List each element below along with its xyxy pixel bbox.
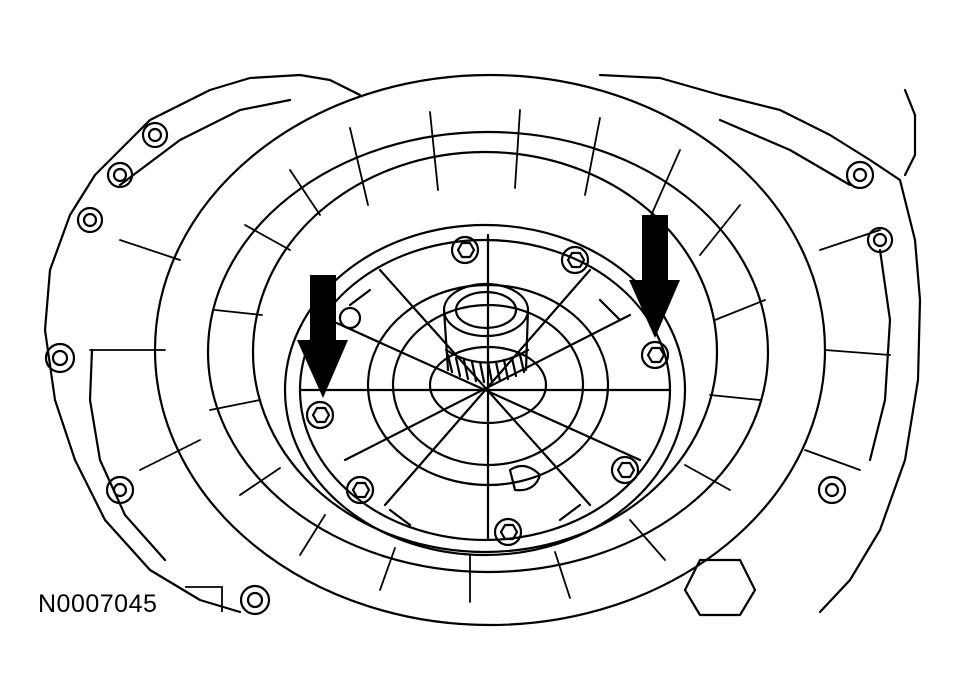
converter-housing-rings	[155, 75, 825, 625]
bolt	[562, 247, 588, 273]
reference-leader-line	[185, 587, 222, 612]
callout-arrow-left	[297, 275, 348, 398]
bolt	[452, 237, 478, 263]
bolt	[612, 457, 638, 483]
bolt	[307, 402, 333, 428]
bolt	[347, 477, 373, 503]
pump-bolts	[307, 237, 668, 545]
bolt	[340, 308, 360, 328]
figure-reference-number: N0007045	[38, 590, 158, 618]
bolt	[495, 519, 521, 545]
bolt	[642, 342, 668, 368]
input-shaft-hub	[430, 284, 546, 423]
callout-arrow-right	[629, 215, 680, 338]
pump-body	[285, 225, 685, 555]
housing-ribs	[90, 110, 890, 602]
down-arrow-icon	[629, 215, 680, 338]
down-arrow-icon	[297, 275, 348, 398]
housing-flange	[45, 75, 920, 615]
